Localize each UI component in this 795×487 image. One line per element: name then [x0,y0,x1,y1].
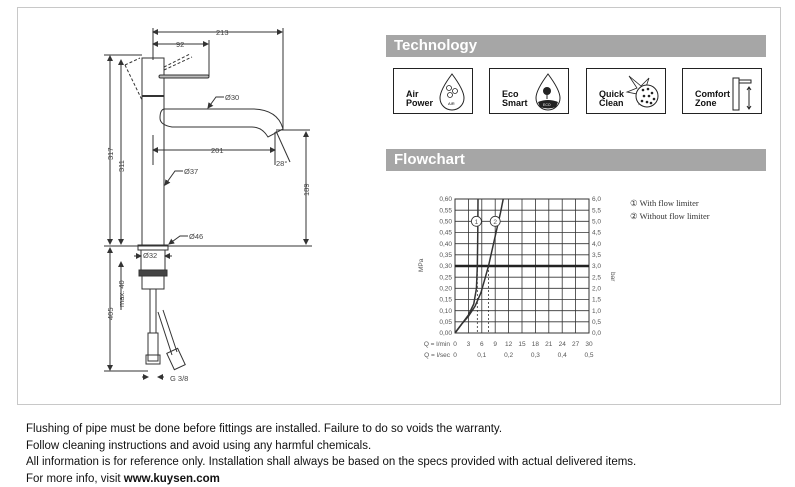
note-flushing: Flushing of pipe must be done before fit… [26,421,636,438]
y-tick-label: 0,35 [439,252,452,259]
legend-item-without-limiter: ② Without flow limiter [630,210,710,223]
x-tick-label: 30 [585,341,593,348]
y-tick-label: 0,50 [439,219,452,226]
x2-tick-label: 0,4 [558,352,567,359]
y-right-tick-label: 5,0 [592,219,601,226]
y-right-tick-label: 2,5 [592,274,601,281]
note-reference: All information is for reference only. I… [26,454,636,471]
y-right-tick-label: 5,5 [592,207,601,214]
y-right-tick-label: 4,0 [592,241,601,248]
x2-tick-label: 0,3 [531,352,540,359]
x-tick-label: 9 [493,341,497,348]
x-tick-label: 6 [480,341,484,348]
x2-tick-label: 0,5 [584,352,593,359]
y-tick-label: 0,10 [439,308,452,315]
y-right-tick-label: 2,0 [592,286,601,293]
more-info-text: For more info, visit [26,473,124,485]
y-tick-label: 0,20 [439,286,452,293]
x2-axis-label: Q = l/sec [424,352,451,359]
x-tick-label: 18 [532,341,540,348]
x-tick-label: 15 [518,341,526,348]
chart-legend: ① With flow limiter ② Without flow limit… [630,197,710,223]
y-tick-label: 0,25 [439,274,452,281]
footer-notes: Flushing of pipe must be done before fit… [26,421,636,487]
y-tick-label: 0,55 [439,207,452,214]
note-cleaning: Follow cleaning instructions and avoid u… [26,438,636,455]
y-right-tick-label: 1,5 [592,297,601,304]
x2-tick-label: 0 [453,352,457,359]
x-axis-label: Q = l/min [424,341,451,348]
y-right-tick-label: 3,5 [592,252,601,259]
y-tick-label: 0,60 [439,196,452,203]
y-right-axis-label: bar [609,272,616,282]
y-right-tick-label: 0,0 [592,330,601,337]
x2-tick-label: 0,1 [477,352,486,359]
x-tick-label: 3 [467,341,471,348]
series-marker-label-2: 2 [493,219,497,226]
y-tick-label: 0,30 [439,263,452,270]
website-link[interactable]: www.kuysen.com [124,473,220,485]
legend-item-with-limiter: ① With flow limiter [630,197,710,210]
y-tick-label: 0,00 [439,330,452,337]
y-right-tick-label: 4,5 [592,230,601,237]
y-right-tick-label: 3,0 [592,263,601,270]
y-right-tick-label: 0,5 [592,319,601,326]
y-right-tick-label: 1,0 [592,308,601,315]
y-axis-label: MPa [418,258,425,272]
y-tick-label: 0,15 [439,297,452,304]
x-tick-label: 0 [453,341,457,348]
y-tick-label: 0,05 [439,319,452,326]
x-tick-label: 24 [559,341,567,348]
x-tick-label: 12 [505,341,513,348]
series-marker-label-1: 1 [475,219,479,226]
x-tick-label: 21 [545,341,553,348]
y-right-tick-label: 6,0 [592,196,601,203]
y-tick-label: 0,40 [439,241,452,248]
x-tick-label: 27 [572,341,580,348]
y-tick-label: 0,45 [439,230,452,237]
x2-tick-label: 0,2 [504,352,513,359]
